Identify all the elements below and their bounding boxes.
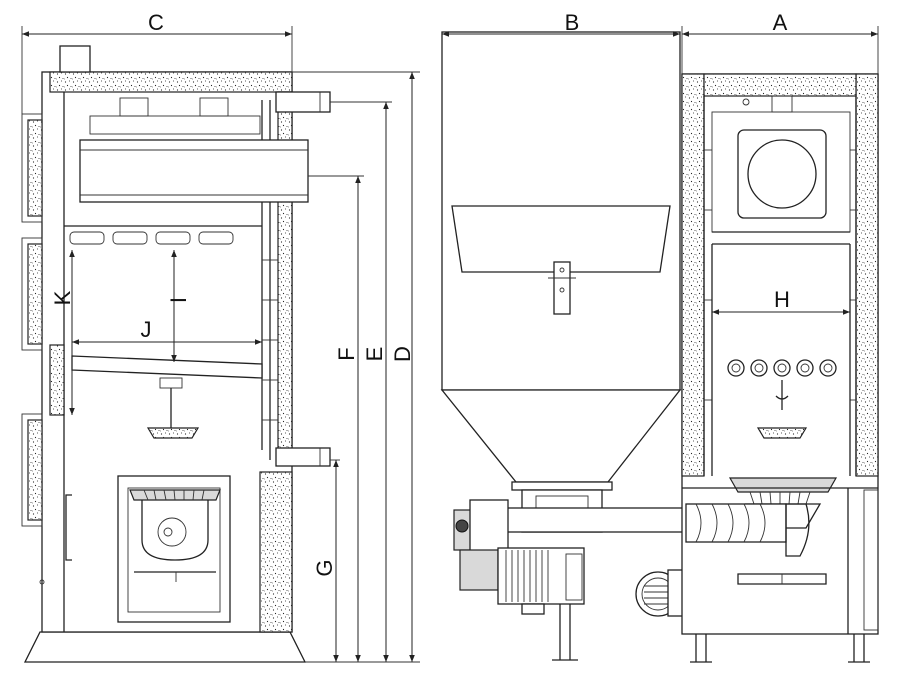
label-b: B	[565, 10, 580, 35]
hopper-front-view	[440, 31, 703, 661]
cleaning-hook	[775, 380, 789, 410]
heat-exchanger-block	[79, 139, 309, 203]
flue-outlet	[747, 139, 817, 209]
side-section-view	[21, 45, 331, 663]
label-c: C	[148, 10, 164, 35]
turbulator-ports	[69, 231, 234, 245]
label-a: A	[773, 10, 788, 35]
gear-housing	[469, 499, 509, 553]
left-insulation	[681, 73, 705, 477]
cone-flange	[511, 481, 613, 491]
burner-pot-rim	[129, 489, 221, 501]
front-shelf-insulation	[49, 344, 65, 416]
front-view	[681, 73, 879, 663]
dimension-labels: C B A H J I K F E D G	[50, 10, 790, 577]
ash-pan	[737, 573, 827, 585]
top-insulation-front	[703, 73, 857, 97]
label-i: I	[166, 297, 191, 303]
right-insulation	[855, 73, 879, 477]
top-control-box	[59, 45, 91, 73]
label-e: E	[362, 347, 387, 362]
burner-auger	[685, 503, 787, 543]
door-handle	[65, 494, 72, 561]
label-k: K	[50, 290, 75, 305]
lower-door	[27, 419, 43, 521]
rear-insulation-lower	[259, 471, 293, 633]
top-insulation	[49, 71, 293, 93]
drive-coupling	[459, 549, 499, 591]
base-plinth	[23, 631, 307, 663]
label-f: F	[334, 347, 359, 360]
upper-door	[27, 119, 43, 217]
auger-motor	[497, 547, 585, 605]
scraper-plate	[146, 427, 200, 439]
upper-baffle	[89, 115, 261, 135]
label-g: G	[312, 559, 337, 576]
auger-tube	[479, 507, 691, 533]
label-j: J	[141, 317, 152, 342]
hopper-cone	[440, 389, 682, 483]
label-d: D	[390, 346, 415, 362]
burner-pot	[141, 500, 209, 561]
front-scraper-plate	[756, 427, 808, 439]
middle-door	[27, 243, 43, 345]
outlet-pipe	[275, 91, 331, 113]
hopper-lid	[451, 205, 671, 273]
turbulator-openings	[727, 359, 837, 377]
inlet-pipe	[275, 447, 331, 467]
dimension-lines	[21, 26, 879, 663]
auger-end	[157, 517, 187, 547]
label-h: H	[774, 287, 790, 312]
burner-rim-front	[728, 477, 838, 493]
